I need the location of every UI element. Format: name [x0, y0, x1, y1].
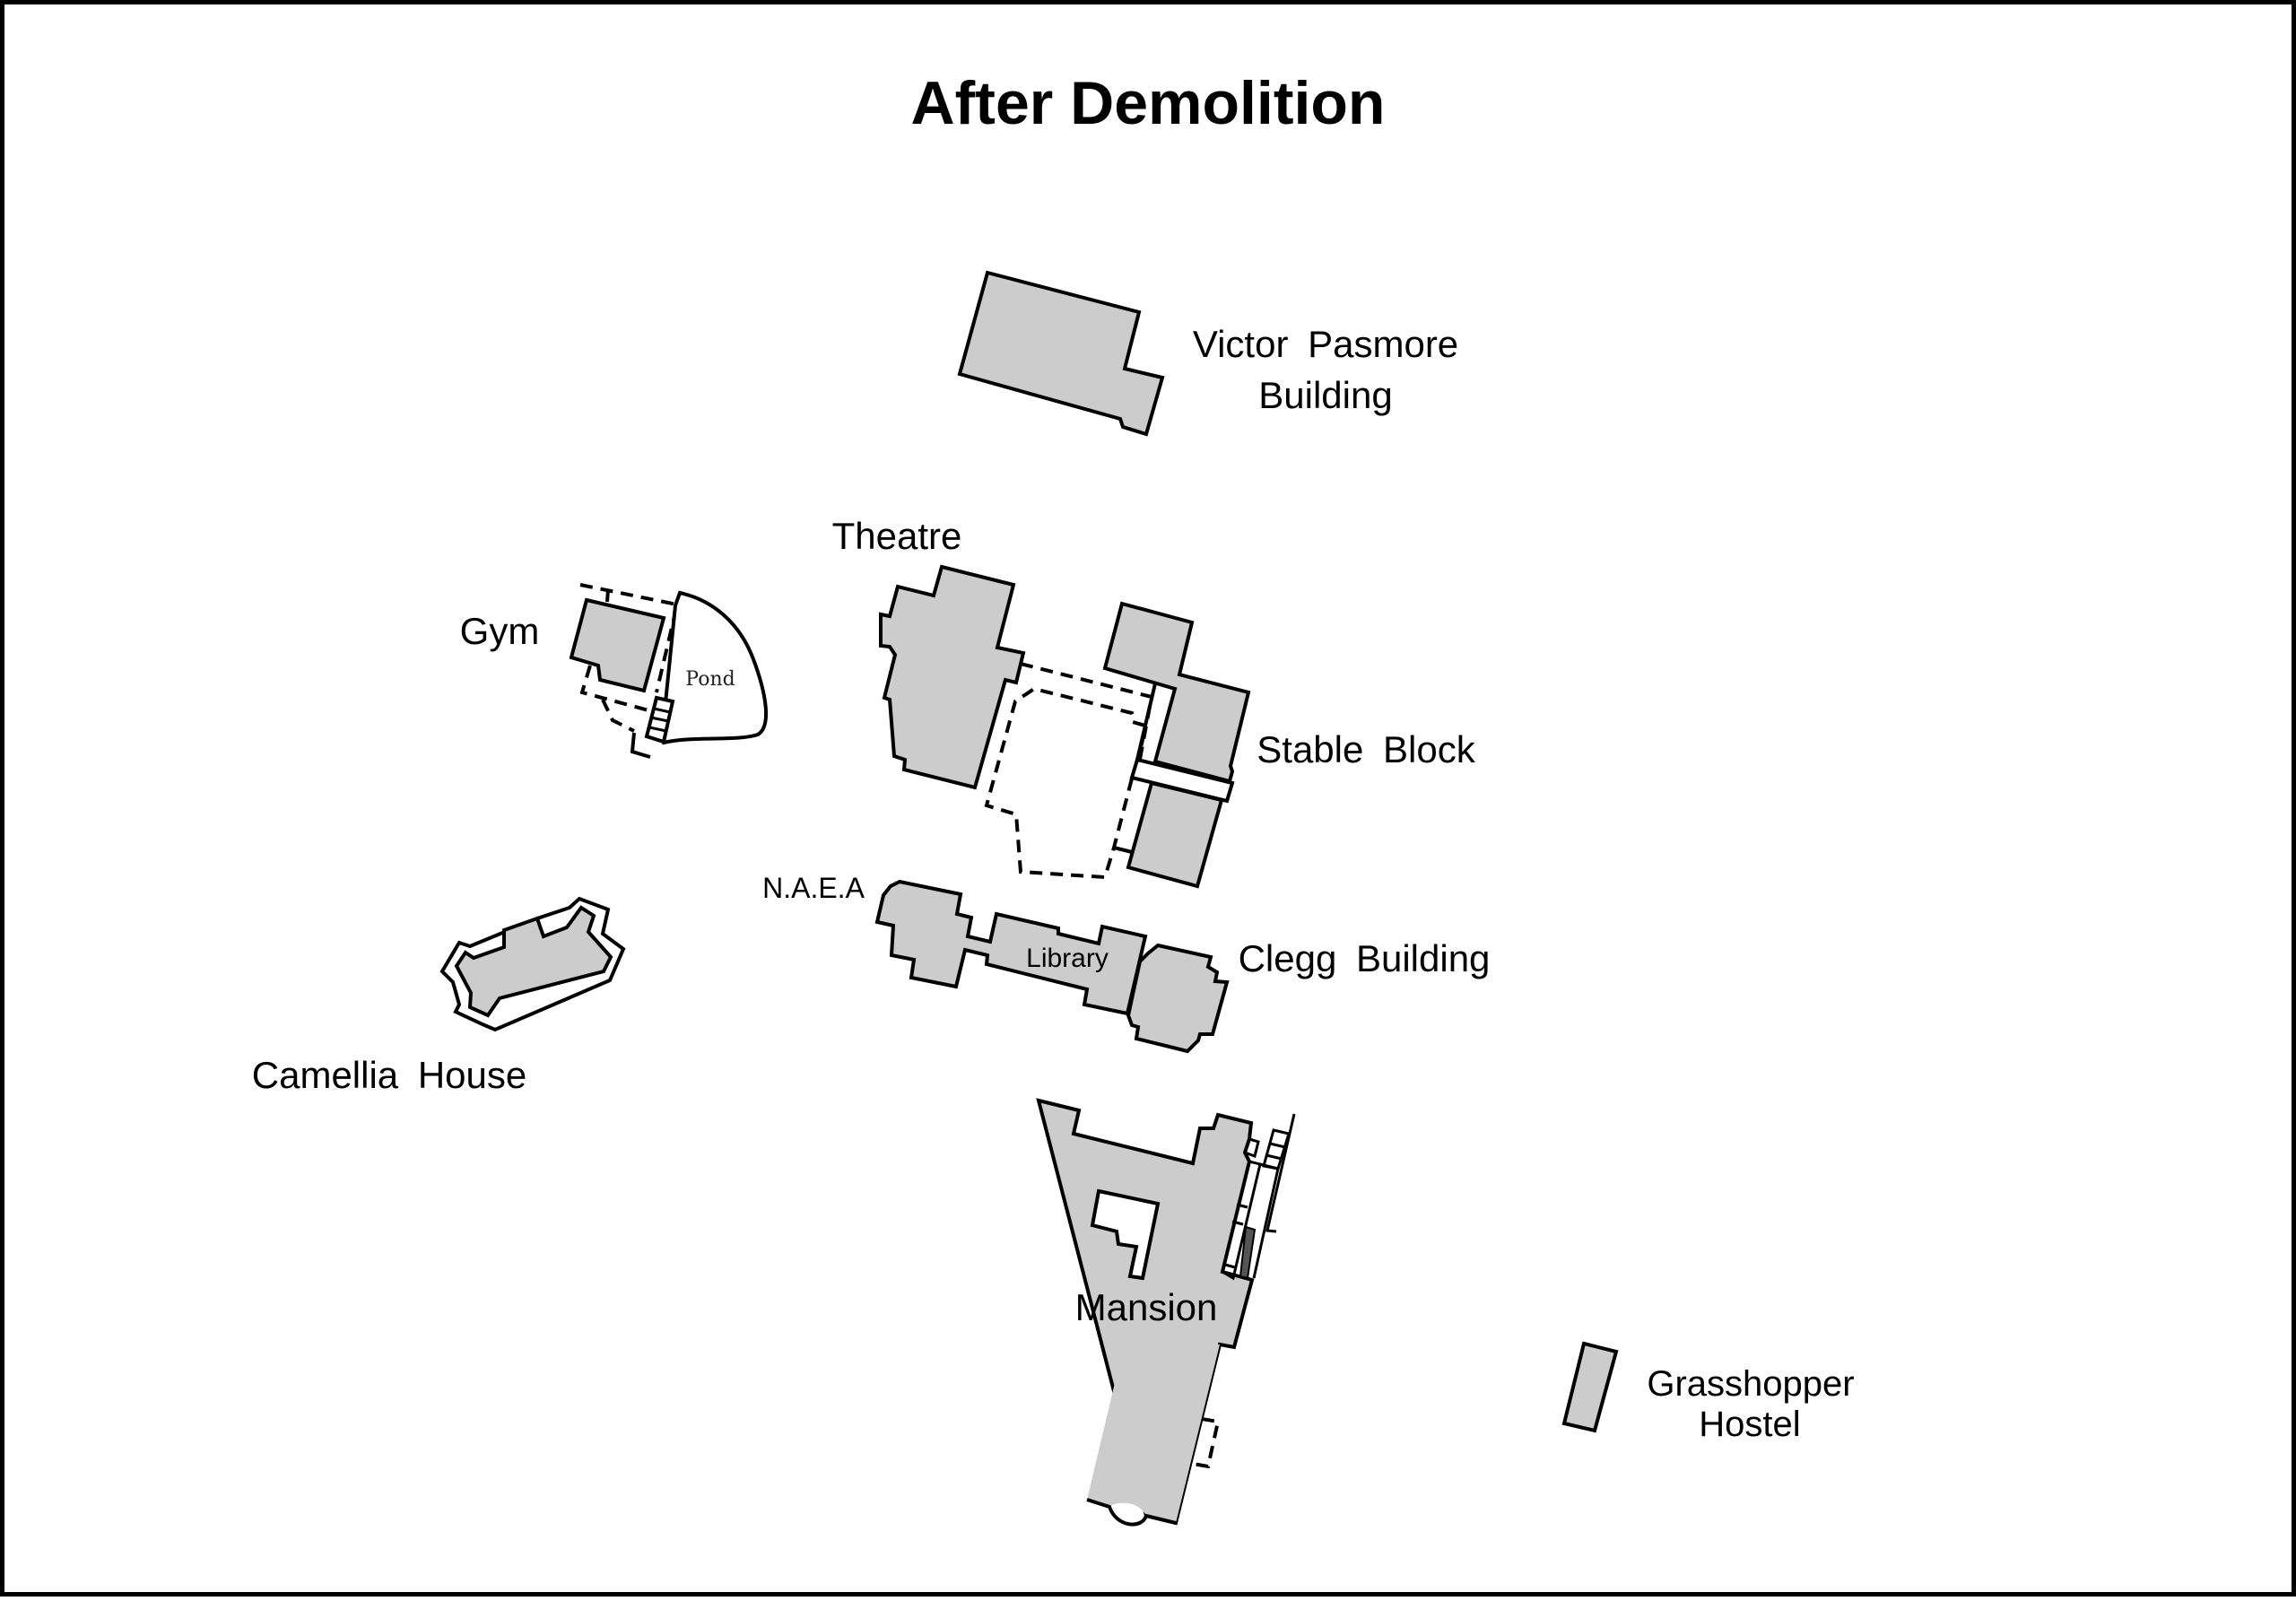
- clegg-building-label: Clegg Building: [1239, 937, 1491, 979]
- stable-block[interactable]: [1102, 601, 1251, 889]
- grasshopper-hostel-footprint[interactable]: [1561, 1341, 1619, 1433]
- gym-area: [579, 583, 680, 759]
- map-title: After Demolition: [911, 69, 1386, 137]
- victor-pasmore-footprint[interactable]: [957, 270, 1165, 437]
- mansion-courtyard: [1090, 1188, 1161, 1281]
- naea-label: N.A.E.A: [762, 872, 865, 904]
- victor-pasmore-building[interactable]: [957, 270, 1165, 437]
- pond-steps: [644, 695, 675, 744]
- stable-block-south[interactable]: [1126, 780, 1224, 889]
- clegg-building-footprint[interactable]: [1126, 943, 1230, 1054]
- camellia-house-label: Camellia House: [252, 1054, 526, 1096]
- demolished-courtyard-outline: [984, 662, 1154, 880]
- stable-block-north[interactable]: [1102, 601, 1251, 784]
- grasshopper-hostel-label-1: Grasshopper: [1647, 1364, 1854, 1404]
- mansion-label: Mansion: [1075, 1286, 1218, 1328]
- library-label: Library: [1026, 944, 1109, 973]
- grasshopper-hostel-label-2: Hostel: [1699, 1405, 1800, 1444]
- site-plan: After Demolition Victor Pasmore Building…: [252, 69, 1855, 1527]
- victor-pasmore-label-2: Building: [1258, 374, 1392, 416]
- mansion[interactable]: [1036, 1098, 1296, 1527]
- camellia-house[interactable]: [439, 896, 626, 1032]
- stable-block-label: Stable Block: [1257, 728, 1475, 770]
- gym-footprint[interactable]: [569, 597, 666, 693]
- naea-library-footprint[interactable]: [874, 879, 1148, 1016]
- pond-label: Pond: [685, 668, 735, 691]
- victor-pasmore-label-1: Victor Pasmore: [1193, 323, 1458, 365]
- camellia-house-footprint[interactable]: [454, 905, 613, 1018]
- mansion-demolished-bay: [1192, 1417, 1221, 1469]
- theatre-footprint[interactable]: [879, 564, 1026, 790]
- pond-outline[interactable]: [659, 590, 769, 745]
- gym-label: Gym: [460, 610, 540, 652]
- theatre-label: Theatre: [832, 515, 962, 557]
- stable-block-passage: [1129, 757, 1235, 804]
- mansion-east-annex: [1221, 1113, 1296, 1281]
